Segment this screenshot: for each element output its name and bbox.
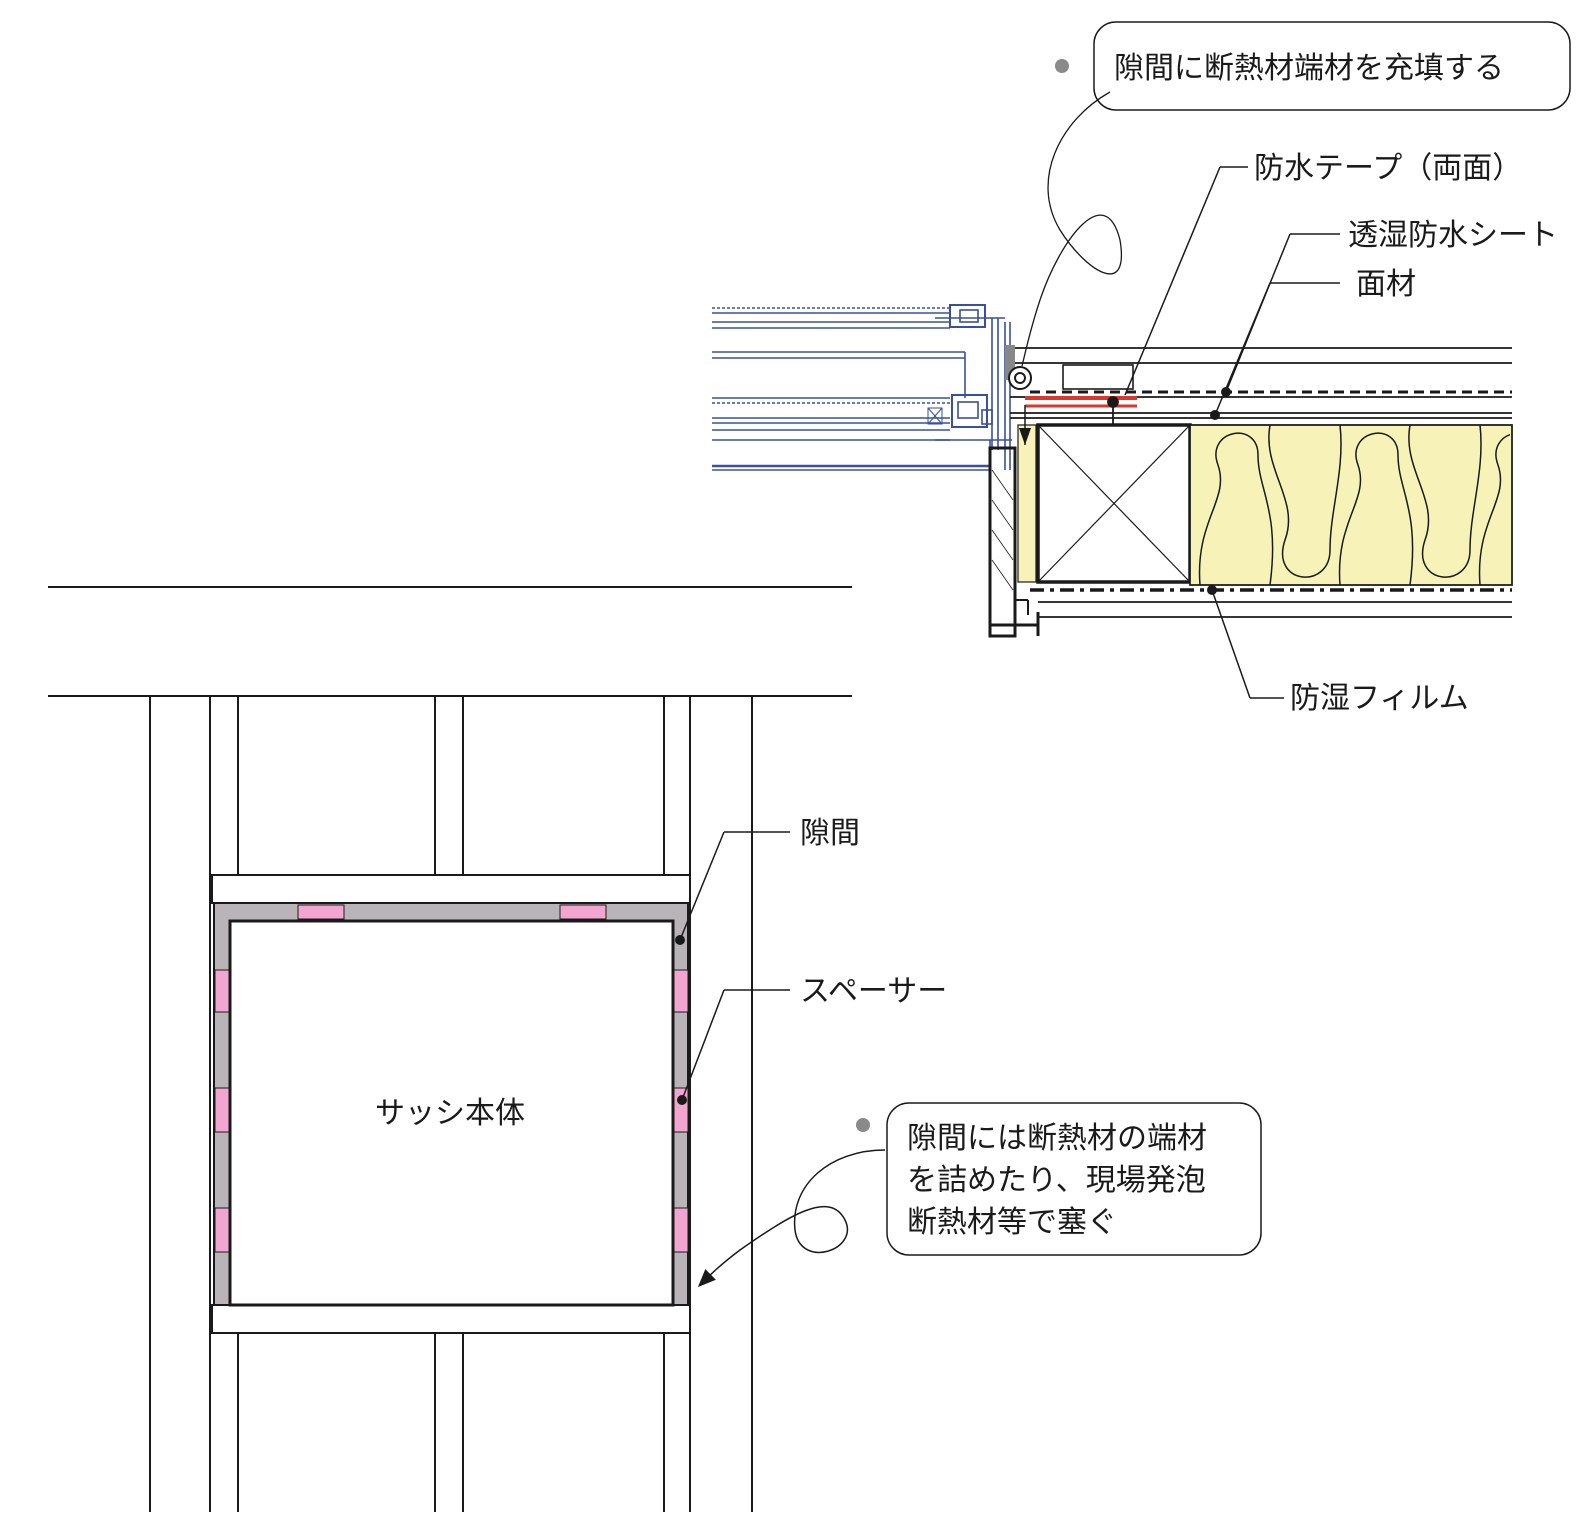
batt-insulation bbox=[1189, 424, 1513, 586]
callout-waterproof-tape: 防水テープ（両面） bbox=[1124, 151, 1522, 396]
callout-sheathing: 面材 bbox=[1210, 267, 1416, 420]
callout-breathable-sheet: 透湿防水シート bbox=[1221, 218, 1558, 397]
callout-dot-icon bbox=[856, 1118, 870, 1132]
gap-note-line-3: 断熱材等で塞ぐ bbox=[907, 1205, 1117, 1240]
waterproof-tape-label: 防水テープ（両面） bbox=[1254, 151, 1522, 186]
gap-label: 隙間 bbox=[800, 816, 860, 851]
callout-vapor-film: 防湿フィルム bbox=[1207, 585, 1469, 716]
callout-gap-note: 隙間には断熱材の端材 を詰めたり、現場発泡 断熱材等で塞ぐ bbox=[697, 1102, 1262, 1288]
sash-gap-frame: サッシ本体 bbox=[213, 902, 689, 1307]
callout-dot-icon bbox=[1055, 59, 1069, 73]
spacer-label: スペーサー bbox=[800, 974, 947, 1009]
vapor-film-label: 防湿フィルム bbox=[1290, 681, 1469, 716]
gap-note-line-1: 隙間には断熱材の端材 bbox=[907, 1121, 1207, 1156]
breathable-sheet-label: 透湿防水シート bbox=[1348, 218, 1558, 253]
callout-gap: 隙間 bbox=[675, 816, 860, 945]
callout-spacer: スペーサー bbox=[677, 974, 947, 1105]
window-frame-section bbox=[712, 304, 1012, 471]
spacer-blocks bbox=[214, 904, 689, 1253]
callout-gap-fill: 隙間に断熱材端材を充填する bbox=[1021, 21, 1571, 367]
gap-note-line-2: を詰めたり、現場発泡 bbox=[907, 1163, 1206, 1198]
sash-body bbox=[228, 919, 675, 1307]
gap-seal-detail bbox=[1005, 345, 1032, 445]
sash-body-label: サッシ本体 bbox=[375, 1096, 525, 1131]
gap-fill-note-text: 隙間に断熱材端材を充填する bbox=[1114, 51, 1504, 86]
sheathing-label: 面材 bbox=[1356, 267, 1416, 302]
wall-elevation bbox=[48, 586, 852, 1512]
wall-section bbox=[988, 347, 1512, 638]
